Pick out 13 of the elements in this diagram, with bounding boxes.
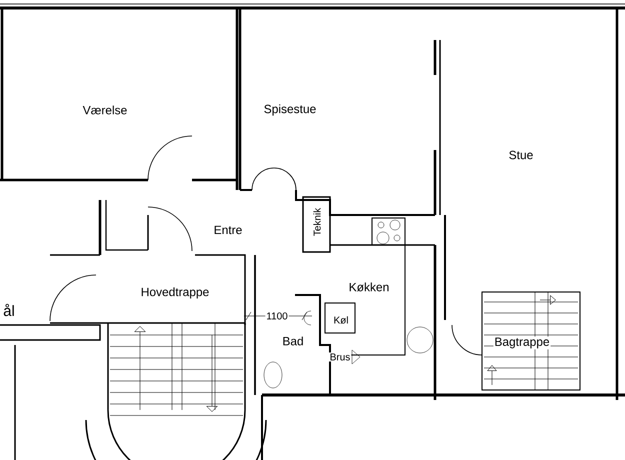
room-label: ål — [2, 302, 16, 318]
room-label: Spisestue — [262, 103, 318, 117]
room-label: Entre — [212, 224, 244, 236]
room-label: Stue — [508, 150, 534, 160]
fixture-label: Brus — [328, 352, 352, 362]
room-label: Værelse — [82, 104, 128, 116]
room-label: Køkken — [348, 282, 390, 292]
fixture-label: Teknik — [312, 206, 322, 238]
fixture-label: Køl — [332, 315, 350, 325]
room-label: Bad — [281, 336, 305, 346]
room-label: Hovedtrappe — [140, 286, 210, 300]
dimension-label: 1100 — [265, 311, 289, 320]
room-label: Bagtrappe — [493, 336, 551, 350]
